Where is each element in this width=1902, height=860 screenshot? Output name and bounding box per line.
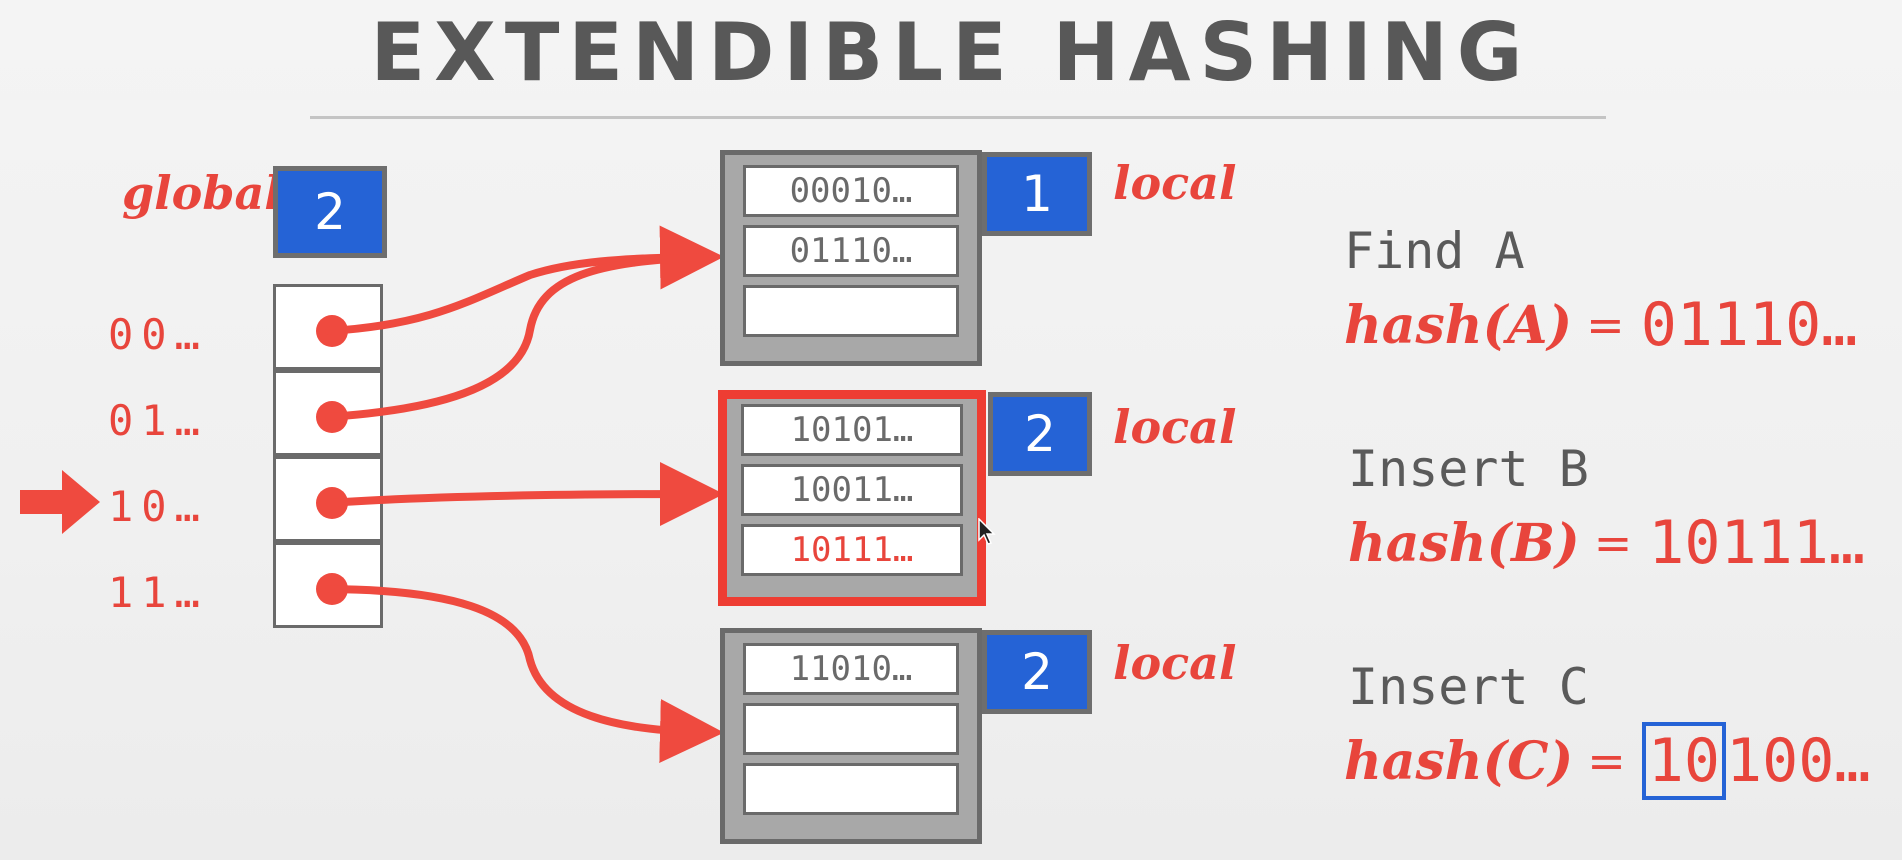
bucket-3-slot-1: 11010… <box>743 643 959 695</box>
bucket-3-slot-3 <box>743 763 959 815</box>
hash-value-rest: 100… <box>1725 726 1871 796</box>
equals-sign: = <box>1587 734 1626 788</box>
dir-prefix-01: 01… <box>108 396 208 445</box>
equals-sign: = <box>1593 516 1633 570</box>
hash-value: 10111… <box>1648 508 1866 578</box>
hash-prefix-highlight: 10 <box>1641 722 1726 800</box>
dir-prefix-10: 10… <box>108 482 208 531</box>
bucket-2-slot-2: 10011… <box>741 464 963 516</box>
dir-slot-11 <box>273 542 383 628</box>
bucket-1-local-label: local <box>1113 156 1237 210</box>
bucket-3-local-label: local <box>1113 636 1237 690</box>
bucket-1-slot-2: 01110… <box>743 225 959 277</box>
hash-function: hash(B) <box>1348 512 1580 574</box>
pointer-00-to-bucket1 <box>325 225 724 335</box>
bucket-3: 11010… <box>720 628 982 844</box>
dir-prefix-00: 00… <box>108 310 208 359</box>
dir-prefix-11: 11… <box>108 568 208 617</box>
bucket-1-depth-box: 1 <box>982 152 1092 236</box>
bucket-1-slot-1: 00010… <box>743 165 959 217</box>
global-label: global <box>122 166 282 220</box>
bucket-1-slot-3 <box>743 285 959 337</box>
op-insert-c-label: Insert C <box>1348 658 1589 716</box>
bucket-2-depth-box: 2 <box>988 392 1092 476</box>
op-find-a-hash: hash(A) = 01110… <box>1344 290 1857 360</box>
hash-function: hash(A) <box>1344 294 1573 356</box>
title-divider <box>310 116 1606 119</box>
mouse-cursor-icon <box>978 518 996 545</box>
pointer-01-to-bucket1 <box>325 253 704 421</box>
hash-function: hash(C) <box>1344 730 1574 792</box>
op-insert-c-hash: hash(C) = 10 100… <box>1344 722 1870 800</box>
bucket-2-slot-1: 10101… <box>741 404 963 456</box>
bucket-3-slot-2 <box>743 703 959 755</box>
op-insert-b-label: Insert B <box>1348 440 1589 498</box>
op-find-a-label: Find A <box>1344 222 1525 280</box>
pointer-10-to-bucket2 <box>325 462 724 527</box>
bucket-2: 10101… 10011… 10111… <box>718 390 986 606</box>
bucket-1: 00010… 01110… <box>720 150 982 366</box>
global-depth-box: 2 <box>273 166 387 258</box>
bucket-3-depth-box: 2 <box>982 630 1092 714</box>
current-entry-arrow-icon <box>20 470 100 534</box>
bucket-2-slot-3: 10111… <box>741 524 963 576</box>
pointer-11-to-bucket3 <box>325 585 724 763</box>
op-insert-b-hash: hash(B) = 10111… <box>1348 508 1865 578</box>
hash-value: 01110… <box>1640 290 1858 360</box>
equals-sign: = <box>1586 298 1625 352</box>
page-title: EXTENDIBLE HASHING <box>370 6 1532 99</box>
bucket-2-local-label: local <box>1113 400 1237 454</box>
